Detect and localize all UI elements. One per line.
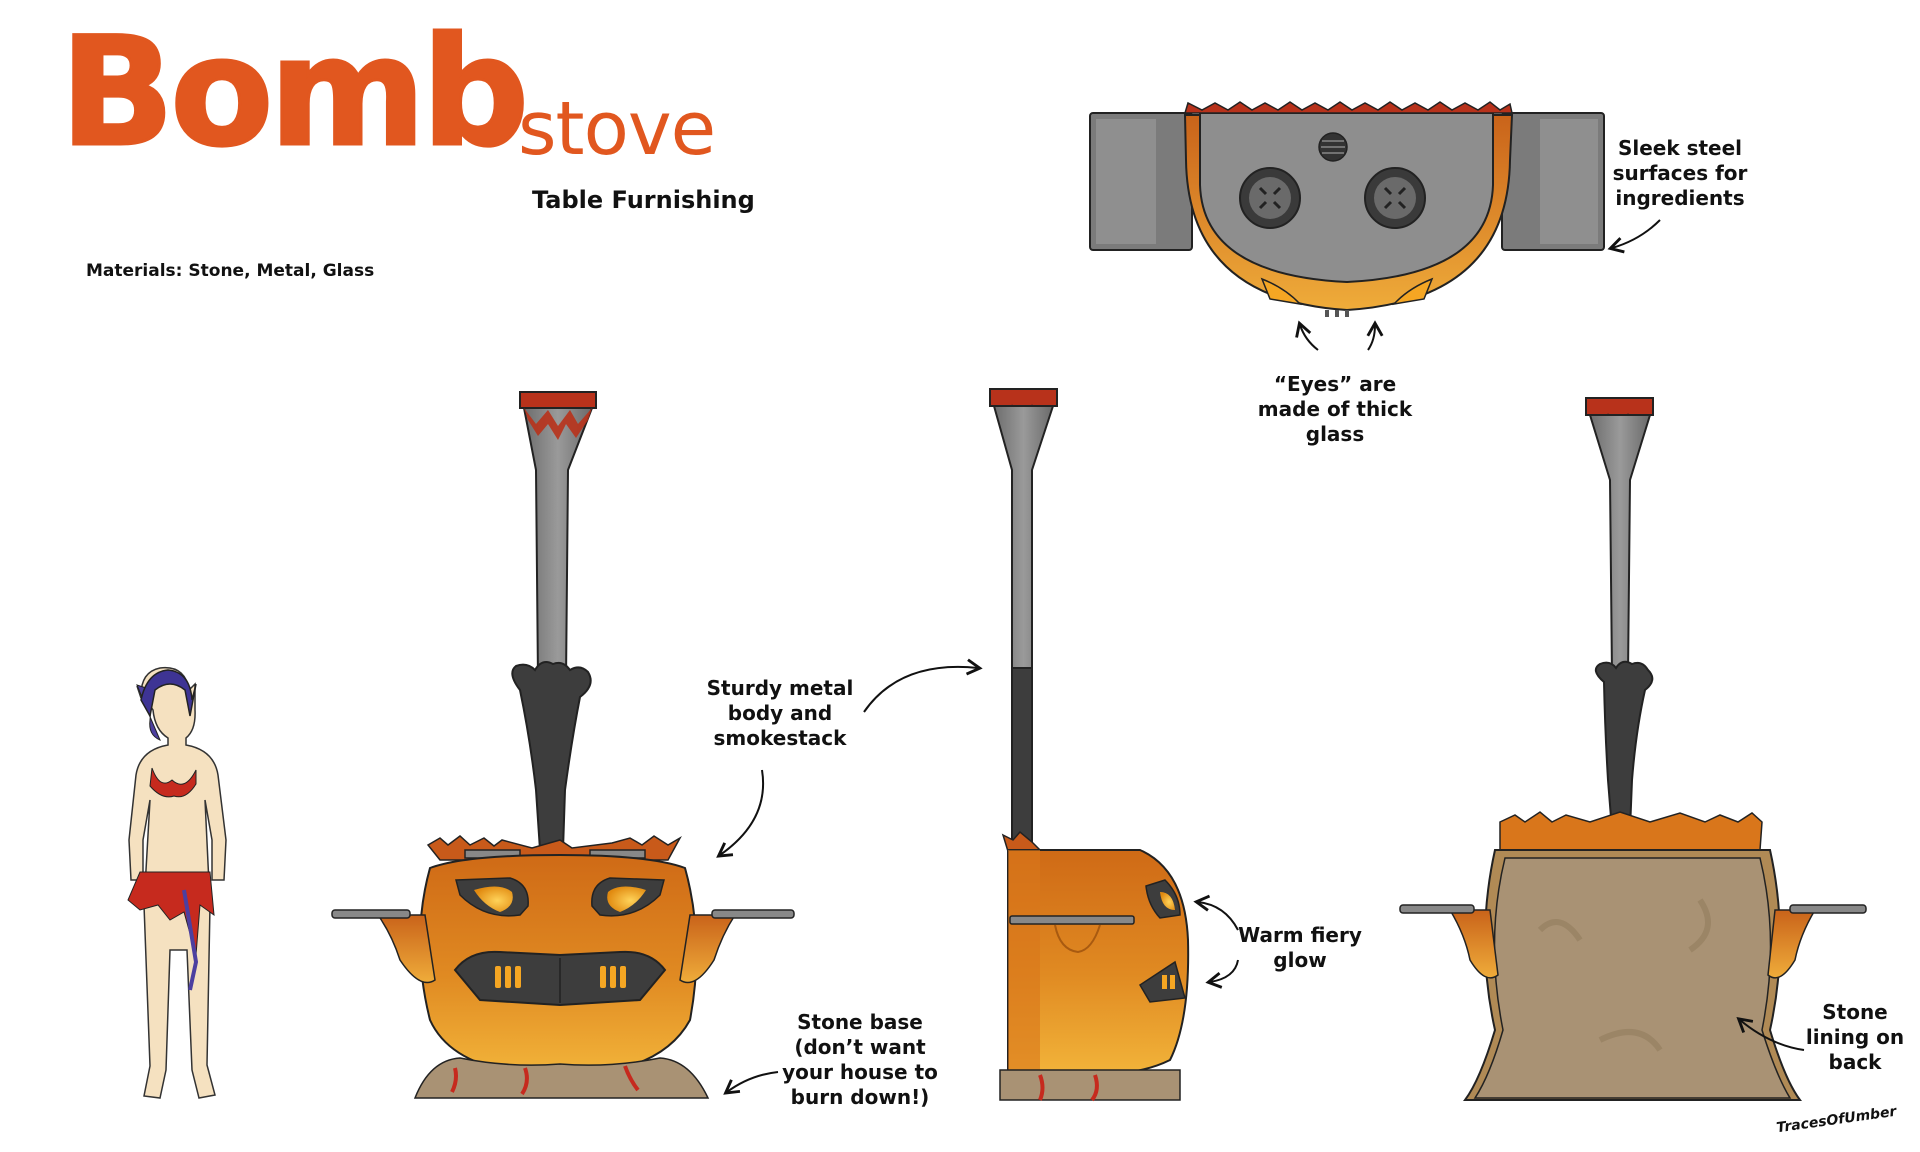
subtitle: Table Furnishing [532, 186, 755, 214]
top-steel-surface [1199, 112, 1494, 284]
annotation-arrows [716, 219, 1805, 1095]
stone-lining [1473, 857, 1792, 1099]
top-view [1089, 101, 1605, 317]
front-view [331, 391, 795, 1099]
title-main: Bomb [58, 6, 530, 180]
scale-figure [127, 666, 227, 1099]
materials-text: Materials: Stone, Metal, Glass [86, 261, 375, 281]
side-view [989, 388, 1190, 1102]
back-view [1399, 397, 1867, 1101]
title-secondary: stove [518, 86, 716, 172]
